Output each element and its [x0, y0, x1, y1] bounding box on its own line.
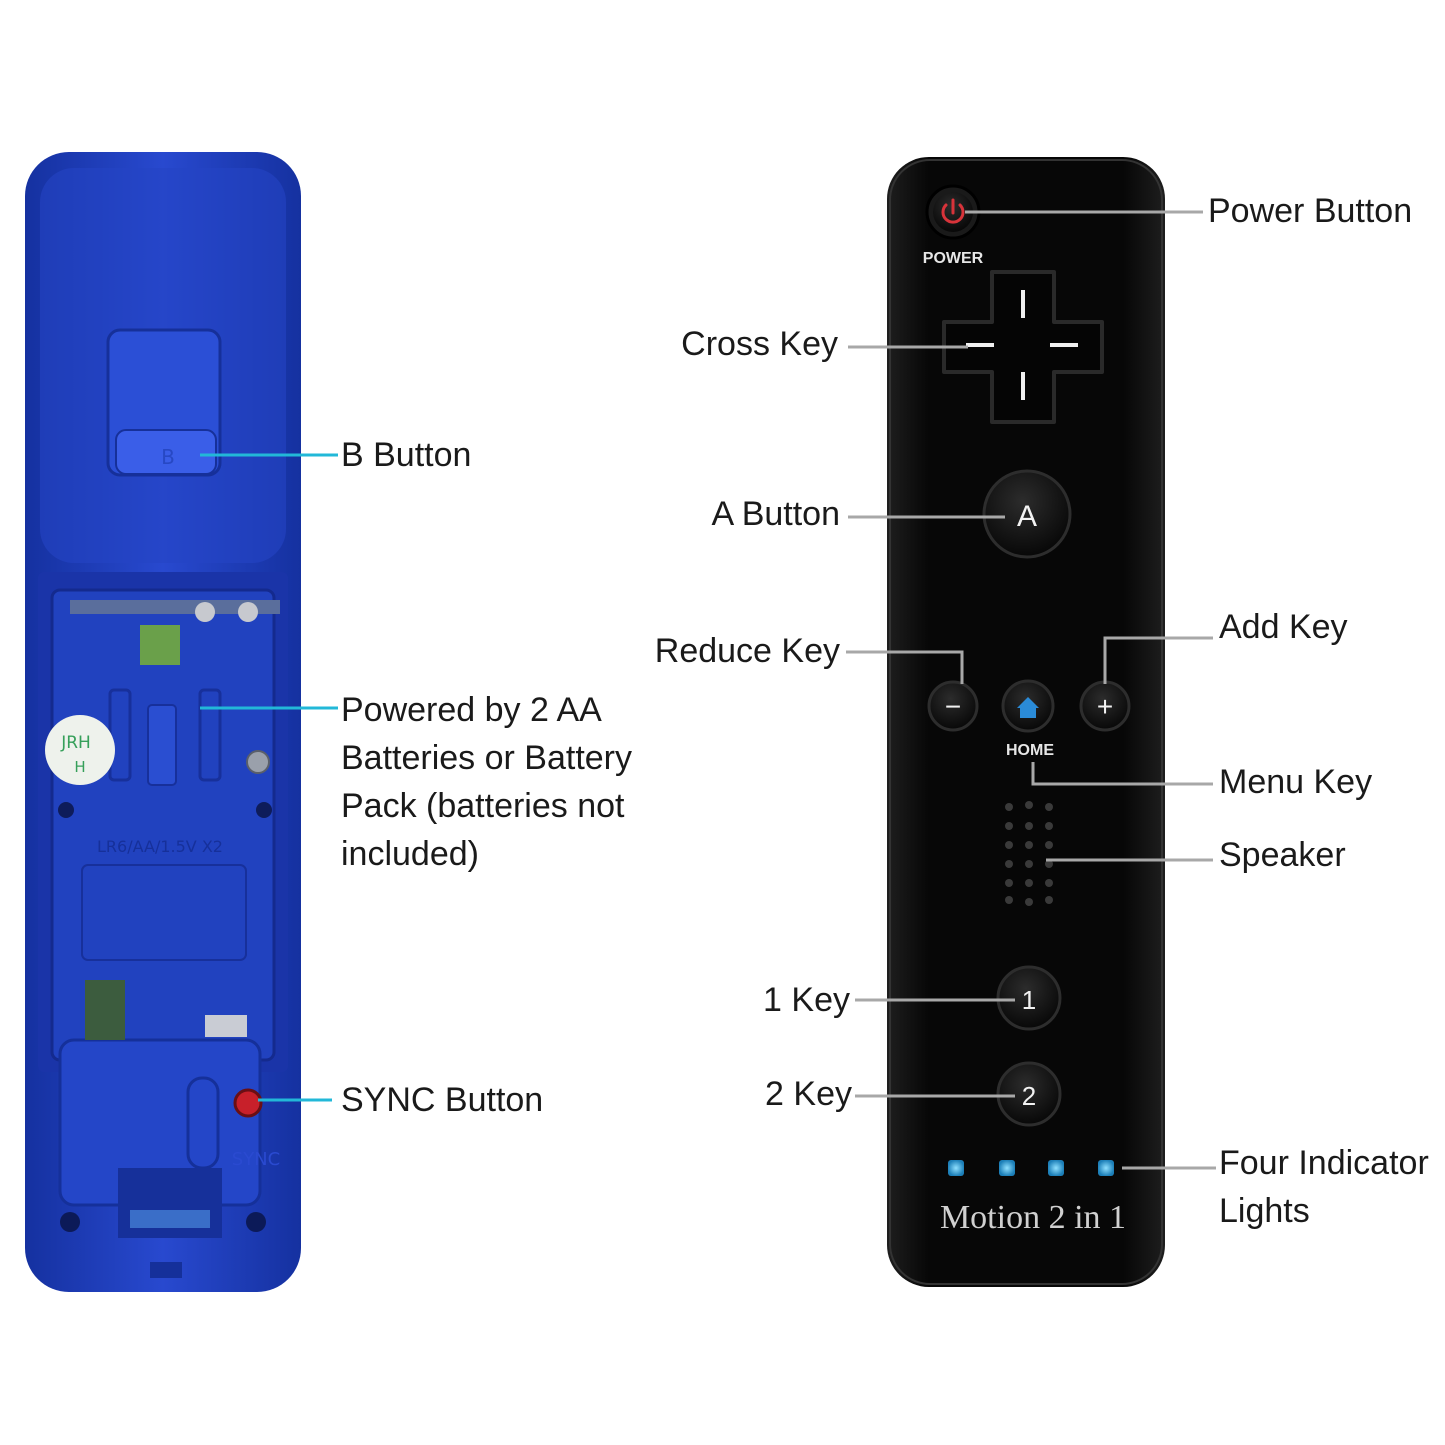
indicator-light-2 [999, 1160, 1015, 1176]
one-label: 1 [1022, 985, 1036, 1015]
two-label: 2 [1022, 1081, 1036, 1111]
callout-batteries: Powered by 2 AA Batteries or Battery Pac… [341, 691, 633, 873]
sync-mark: SYNC [232, 1149, 280, 1170]
callout-sync-button: SYNC Button [341, 1081, 544, 1119]
minus-label: − [945, 691, 961, 722]
callout-reduce-key: Reduce Key [654, 632, 840, 670]
remote-back: B JRH H LR6/AA/1.5V X2 [25, 152, 301, 1292]
battery-spec-stamp: LR6/AA/1.5V X2 [97, 837, 223, 856]
leader-lines-back [200, 453, 338, 1102]
power-label: POWER [923, 250, 984, 267]
home-key[interactable] [1001, 679, 1055, 733]
remote-front: POWER A − HOME + [887, 157, 1165, 1287]
battery-compartment: JRH H LR6/AA/1.5V X2 [38, 572, 288, 1072]
a-button-label: A [1017, 500, 1037, 533]
leader-menu-key [1031, 762, 1213, 786]
jrh-sticker [45, 715, 115, 785]
callout-cross-key: Cross Key [681, 325, 838, 363]
leader-add-key [1103, 636, 1213, 684]
a-button[interactable]: A [982, 469, 1072, 559]
callout-speaker: Speaker [1219, 836, 1346, 874]
home-label: HOME [1006, 742, 1054, 759]
callout-indicator-lights: Four Indicator Lights [1219, 1144, 1429, 1230]
callout-two-key: 2 Key [765, 1075, 852, 1113]
remote-back-bottom: SYNC [58, 980, 280, 1278]
callout-power-button: Power Button [1208, 192, 1413, 230]
indicator-light-4 [1098, 1160, 1114, 1176]
one-key[interactable]: 1 [996, 965, 1062, 1031]
b-button-mark: B [161, 445, 175, 469]
callout-menu-key: Menu Key [1219, 763, 1373, 801]
speaker-grille [1005, 801, 1053, 906]
reduce-key[interactable]: − [927, 680, 979, 732]
home-icon [1017, 697, 1039, 718]
two-key[interactable]: 2 [996, 1061, 1062, 1127]
plus-label: + [1097, 691, 1113, 722]
svg-text:H: H [74, 758, 85, 776]
screw [246, 750, 270, 774]
callout-one-key: 1 Key [763, 981, 850, 1019]
callout-b-button: B Button [341, 436, 472, 474]
brand-text: Motion 2 in 1 [940, 1199, 1126, 1236]
indicator-light-3 [1048, 1160, 1064, 1176]
cross-key[interactable] [942, 270, 1104, 424]
leader-reduce-key [846, 650, 964, 684]
svg-text:JRH: JRH [60, 733, 91, 753]
add-key[interactable]: + [1079, 680, 1131, 732]
sync-button[interactable] [233, 1088, 263, 1118]
indicator-lights [948, 1160, 1114, 1176]
power-button[interactable] [925, 184, 981, 240]
leader-lines-front [846, 210, 1216, 1170]
callout-add-key: Add Key [1219, 608, 1348, 646]
b-button[interactable]: B [106, 328, 222, 477]
callout-a-button: A Button [711, 495, 840, 533]
indicator-light-1 [948, 1160, 964, 1176]
